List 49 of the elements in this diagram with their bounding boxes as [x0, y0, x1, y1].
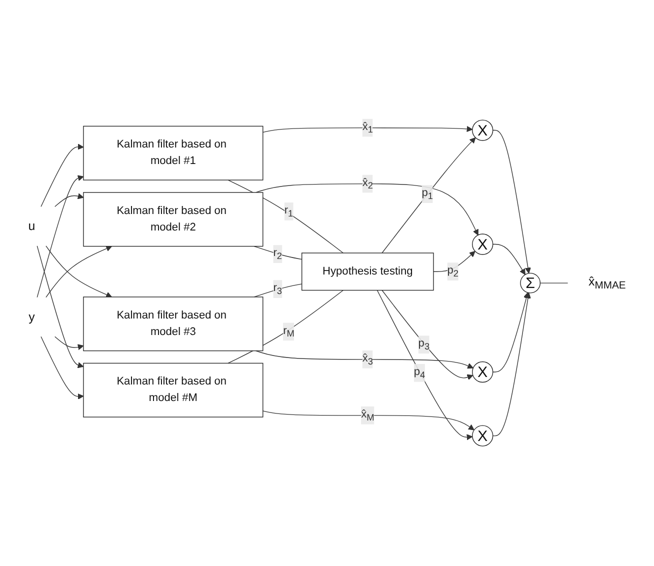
- arrow: [255, 183, 478, 236]
- edge-label: r$_{2}$: [273, 247, 282, 262]
- node-box: Kalman filter based on model #M: [83, 362, 264, 418]
- node-box: Kalman filter based on model #3: [83, 296, 264, 352]
- arrow: [382, 137, 476, 254]
- connector: [540, 282, 568, 284]
- arrow: [376, 290, 473, 440]
- edge-label: p$_{2}$: [447, 264, 459, 279]
- arrow: [54, 336, 84, 350]
- arrow: [492, 130, 531, 274]
- arrow: [382, 290, 474, 380]
- edge-label: x̂$_{2}$: [362, 176, 373, 191]
- arrow: [36, 246, 84, 368]
- edge-label: r$_{1}$: [284, 204, 294, 218]
- arrow: [46, 246, 112, 298]
- edge-label: p$_{1}$: [422, 187, 433, 202]
- node-circle: X: [472, 425, 494, 446]
- edge-label: x̂$_{3}$: [362, 352, 373, 366]
- node-text: x̂$_{MMAE}$: [588, 274, 626, 292]
- node-box: Hypothesis testing: [302, 252, 434, 291]
- node-circle: X: [472, 361, 494, 383]
- arrow: [492, 244, 526, 275]
- connector: [254, 246, 302, 260]
- edge-label: r$_{3}$: [273, 282, 282, 296]
- edge-label: r$_{M}$: [283, 324, 294, 339]
- edge-label: p$_{4}$: [414, 366, 426, 380]
- arrow: [262, 126, 473, 133]
- arrow: [492, 292, 530, 372]
- edge-label: x̂$_{1}$: [362, 120, 373, 135]
- node-text: y: [28, 310, 35, 324]
- node-circle: X: [472, 234, 494, 255]
- connector: [228, 290, 344, 364]
- node-circle: X: [472, 120, 494, 141]
- node-box: Kalman filter based on model #1: [83, 126, 264, 180]
- arrow: [255, 350, 474, 369]
- node-text: u: [28, 219, 36, 233]
- connector: [228, 180, 344, 254]
- arrow: [262, 410, 474, 430]
- connector: [254, 284, 302, 298]
- edge-label: x̂$_{M}$: [361, 408, 374, 422]
- arrow: [433, 250, 476, 272]
- edge-label: p$_{3}$: [418, 338, 430, 352]
- node-box: Kalman filter based on model #2: [83, 192, 264, 247]
- arrow: [492, 292, 531, 436]
- arrow: [40, 336, 84, 400]
- arrow: [54, 193, 84, 207]
- arrow: [36, 175, 84, 298]
- node-circle: Σ: [520, 272, 541, 294]
- arrow: [40, 144, 84, 207]
